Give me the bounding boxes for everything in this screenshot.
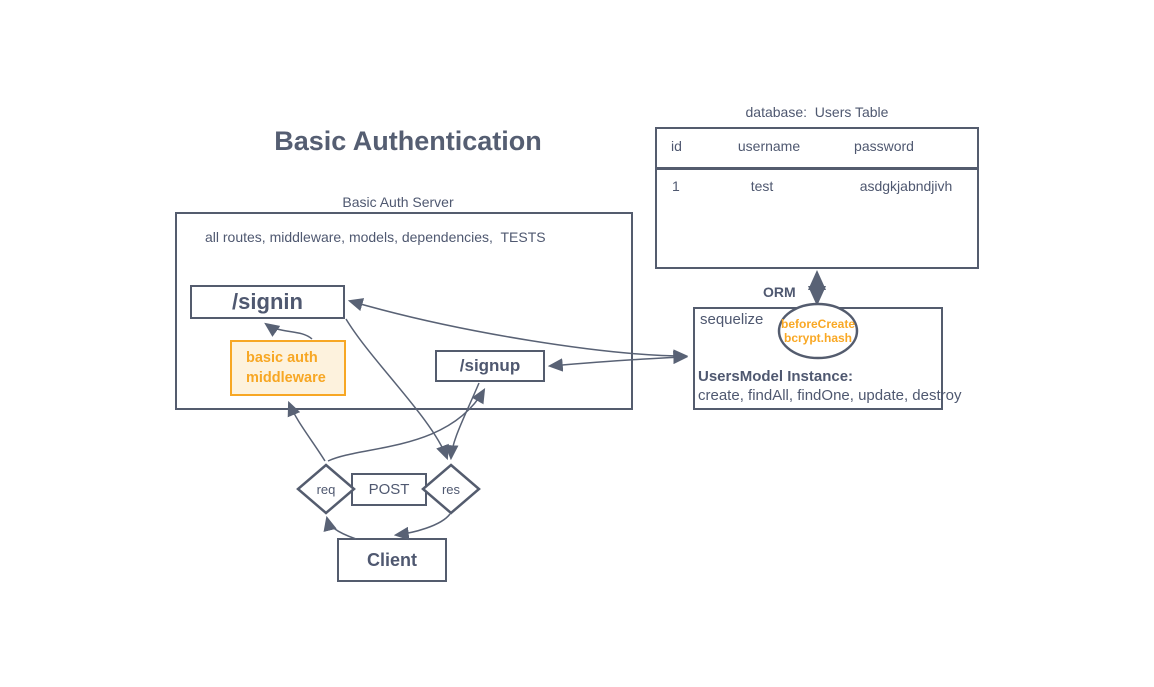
users-table-cell-id: 1 xyxy=(672,178,680,194)
middleware-label-line1: basic auth xyxy=(246,350,318,366)
basic-auth-middleware-box xyxy=(230,340,346,396)
signin-route-label: /signin xyxy=(232,289,303,314)
arrow-req-to-middleware xyxy=(287,400,326,462)
hook-label-line2: bcrypt.hash xyxy=(783,331,852,345)
post-label: POST xyxy=(368,481,410,498)
server-box-label: Basic Auth Server xyxy=(342,194,454,210)
client-box xyxy=(337,538,447,582)
orm-label: ORM xyxy=(763,284,796,300)
signin-route-box xyxy=(190,285,345,319)
arrow-client-to-req xyxy=(323,515,357,540)
server-description: all routes, middleware, models, dependen… xyxy=(205,229,546,245)
client-label: Client xyxy=(366,549,417,570)
arrow-res-to-client xyxy=(393,513,451,541)
hook-label-line1: beforeCreate xyxy=(780,317,856,331)
req-label: req xyxy=(316,481,336,497)
signup-route-label: /signup xyxy=(459,356,521,375)
users-table-col-password: password xyxy=(854,138,914,154)
users-table-cell-password: asdgkjabndjivh xyxy=(859,178,953,194)
users-model-instance-title: UsersModel Instance: xyxy=(698,368,854,385)
res-label: res xyxy=(441,481,461,497)
middleware-label-line2: middleware xyxy=(246,370,326,386)
users-table-box xyxy=(655,127,979,269)
database-table-title: database: Users Table xyxy=(745,104,889,120)
before-create-hook-label: beforeCreate bcrypt.hash xyxy=(781,317,855,345)
users-table-header-divider xyxy=(657,167,977,170)
users-table-cell-username: test xyxy=(750,178,774,194)
users-table-col-id: id xyxy=(671,138,682,154)
users-table-col-username: username xyxy=(737,138,801,154)
users-model-instance-methods: create, findAll, findOne, update, destro… xyxy=(698,387,962,404)
sequelize-label: sequelize xyxy=(700,311,764,328)
middleware-label: basic auth middleware xyxy=(246,348,326,388)
page-title: Basic Authentication xyxy=(274,126,542,156)
